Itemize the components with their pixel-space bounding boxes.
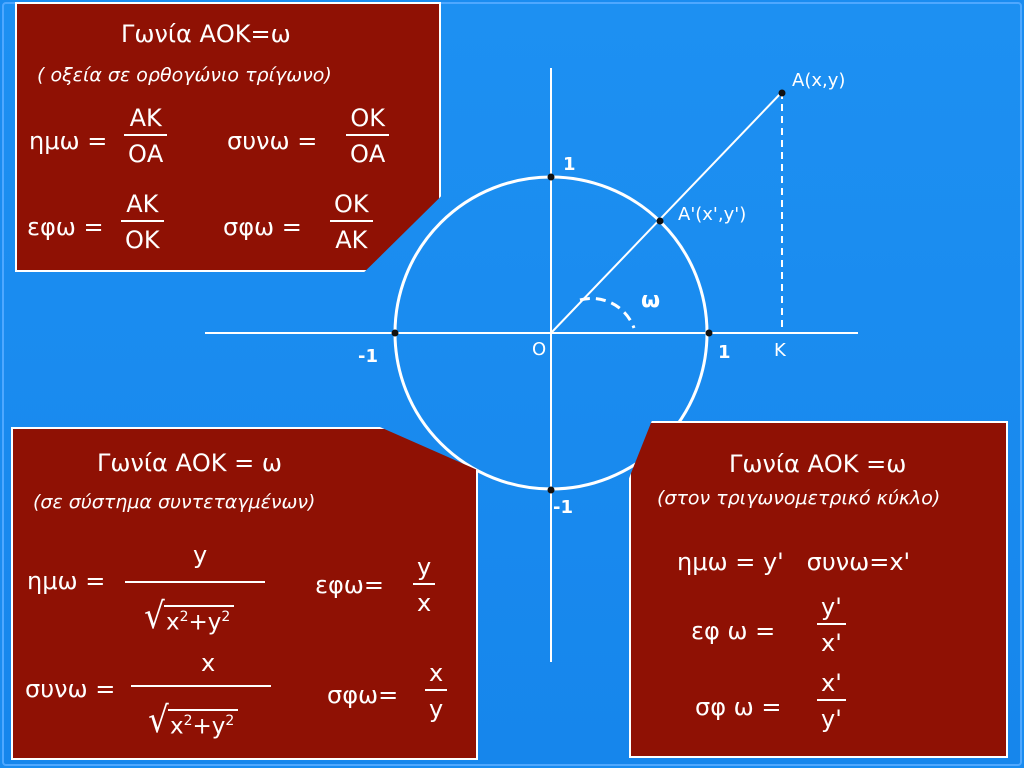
cos-label: συνω = [227,127,318,155]
fraction-numerator: y' [821,593,842,621]
cot-label: σφω = [223,213,302,241]
sqrt-radicand: x2+y2 [163,605,235,635]
fraction-bar [413,583,436,585]
fraction-denominator: ΑΚ [335,226,368,254]
fraction-denominator: x [417,589,432,617]
label-y-pos: 1 [563,154,576,175]
cot-label: σφ ω = [695,693,782,721]
cos-label: συνω = [25,675,116,703]
sqrt-sign: √ [144,596,165,637]
sin-numerator: y [193,541,208,569]
cos-numerator: x [201,649,216,677]
label-origin: O [532,339,547,360]
fraction-denominator: x' [821,629,842,657]
fraction-numerator: y [417,553,432,581]
panel-title: Γωνία ΑΟΚ =ω [729,450,907,478]
cot-fraction: x' y' [817,671,846,731]
fraction-bar [817,699,846,701]
cos-fraction: ΟΚ ΟΑ [346,104,390,168]
point-x-neg [391,329,399,337]
fraction-bar [330,220,373,222]
point-x-pos [705,329,713,337]
label-A: A(x,y) [792,70,846,91]
tan-fraction: ΑΚ ΟΚ [121,192,164,252]
fraction-numerator: x' [821,669,842,697]
sin-sqrt-denominator: √ x2+y2 [143,596,235,637]
cos-sqrt-denominator: √ x2+y2 [147,700,239,741]
fraction-numerator: ΟΚ [334,190,369,218]
tan-label: εφω = [27,213,104,241]
fraction-numerator: ΑΚ [129,104,162,132]
panel-coordinates: Γωνία ΑΟΚ = ω (σε σύστημα συντεταγμένων)… [11,427,478,760]
panel-right-triangle: Γωνία ΑΟΚ=ω ( οξεία σε ορθογώνιο τρίγωνο… [15,2,441,272]
tan-label: εφω= [315,571,385,599]
sin-fraction: ΑΚ ΟΑ [124,104,168,168]
point-A [778,89,786,97]
fraction-numerator: ΟΚ [350,104,385,132]
cot-label: σφω= [327,681,399,709]
sin-label: ημω = [27,567,106,595]
fraction-numerator: ΑΚ [126,190,159,218]
sin-fraction-bar [125,581,265,583]
cot-fraction: x y [425,659,448,723]
fraction-numerator: x [429,659,444,687]
panel-subtitle: (σε σύστημα συντεταγμένων) [33,491,316,513]
panel-subtitle: (στον τριγωνομετρικό κύκλο) [657,487,941,509]
tan-fraction: y x [413,553,436,617]
panel-title: Γωνία ΑΟΚ=ω [121,20,291,48]
cos-fraction-bar [131,685,271,687]
fraction-bar [124,134,168,136]
sqrt-sign: √ [148,700,169,741]
sqrt-radicand: x2+y2 [167,709,239,739]
fraction-bar [346,134,390,136]
label-omega: ω [641,288,661,313]
point-y-pos [547,173,555,181]
fraction-denominator: ΟΑ [128,140,164,168]
sin-label: ημω = [29,127,108,155]
fraction-denominator: ΟΑ [350,140,386,168]
panel-unit-circle: Γωνία ΑΟΚ =ω (στον τριγωνομετρικό κύκλο)… [629,421,1008,758]
fraction-denominator: y' [821,705,842,733]
label-K: K [774,340,786,361]
fraction-bar [817,623,846,625]
label-x-pos: 1 [718,342,731,363]
fraction-bar [121,220,164,222]
fraction-denominator: y [429,695,444,723]
angle-arc-omega [579,296,636,329]
cot-fraction: ΟΚ ΑΚ [330,192,373,252]
label-x-neg: -1 [358,346,378,367]
label-A-prime: A'(x',y') [678,204,747,225]
point-A-prime [656,217,664,225]
sin-cos-line: ημω = y' συνω=x' [677,548,911,576]
label-y-neg: -1 [553,497,573,518]
tan-fraction: y' x' [817,595,846,655]
fraction-denominator: ΟΚ [125,226,160,254]
radius-to-A [550,91,783,334]
point-y-neg [547,486,555,494]
fraction-bar [425,689,448,691]
tan-label: εφ ω = [691,617,776,645]
panel-subtitle: ( οξεία σε ορθογώνιο τρίγωνο) [37,64,332,86]
panel-title: Γωνία ΑΟΚ = ω [97,449,282,477]
